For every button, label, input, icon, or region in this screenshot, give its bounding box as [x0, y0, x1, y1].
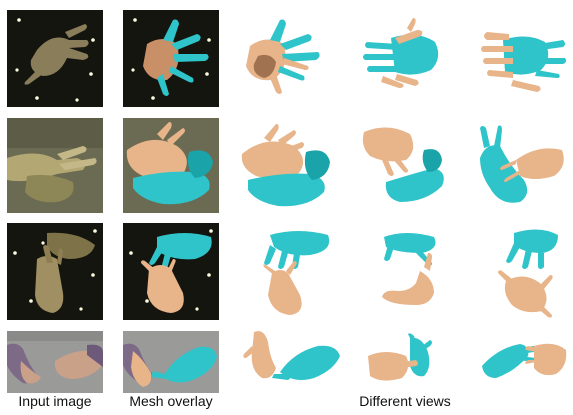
view-3-row-4 — [478, 332, 570, 388]
mesh-overlay-row-1 — [123, 10, 219, 107]
view-1-row-3 — [250, 223, 340, 320]
mesh-overlay-row-4 — [123, 331, 219, 393]
view-2-row-2 — [356, 118, 456, 213]
view-2-row-3 — [376, 223, 456, 320]
mesh-overlay-row-2 — [123, 118, 219, 213]
caption-input-image: Input image — [18, 393, 92, 409]
mesh-overlay-row-3 — [123, 223, 219, 320]
view-3-row-3 — [496, 223, 564, 320]
input-image-row-1 — [7, 10, 103, 107]
caption-different-views: Different views — [359, 393, 451, 409]
view-2-row-1 — [355, 10, 455, 107]
view-1-row-4 — [240, 328, 344, 388]
input-image-row-2 — [7, 118, 103, 213]
input-image-row-4 — [7, 331, 103, 393]
view-3-row-2 — [476, 118, 570, 213]
view-2-row-4 — [364, 332, 448, 388]
view-3-row-1 — [473, 10, 569, 107]
view-1-row-2 — [236, 118, 336, 213]
view-1-row-1 — [230, 10, 330, 107]
caption-mesh-overlay: Mesh overlay — [129, 393, 213, 409]
input-image-row-3 — [7, 223, 103, 320]
